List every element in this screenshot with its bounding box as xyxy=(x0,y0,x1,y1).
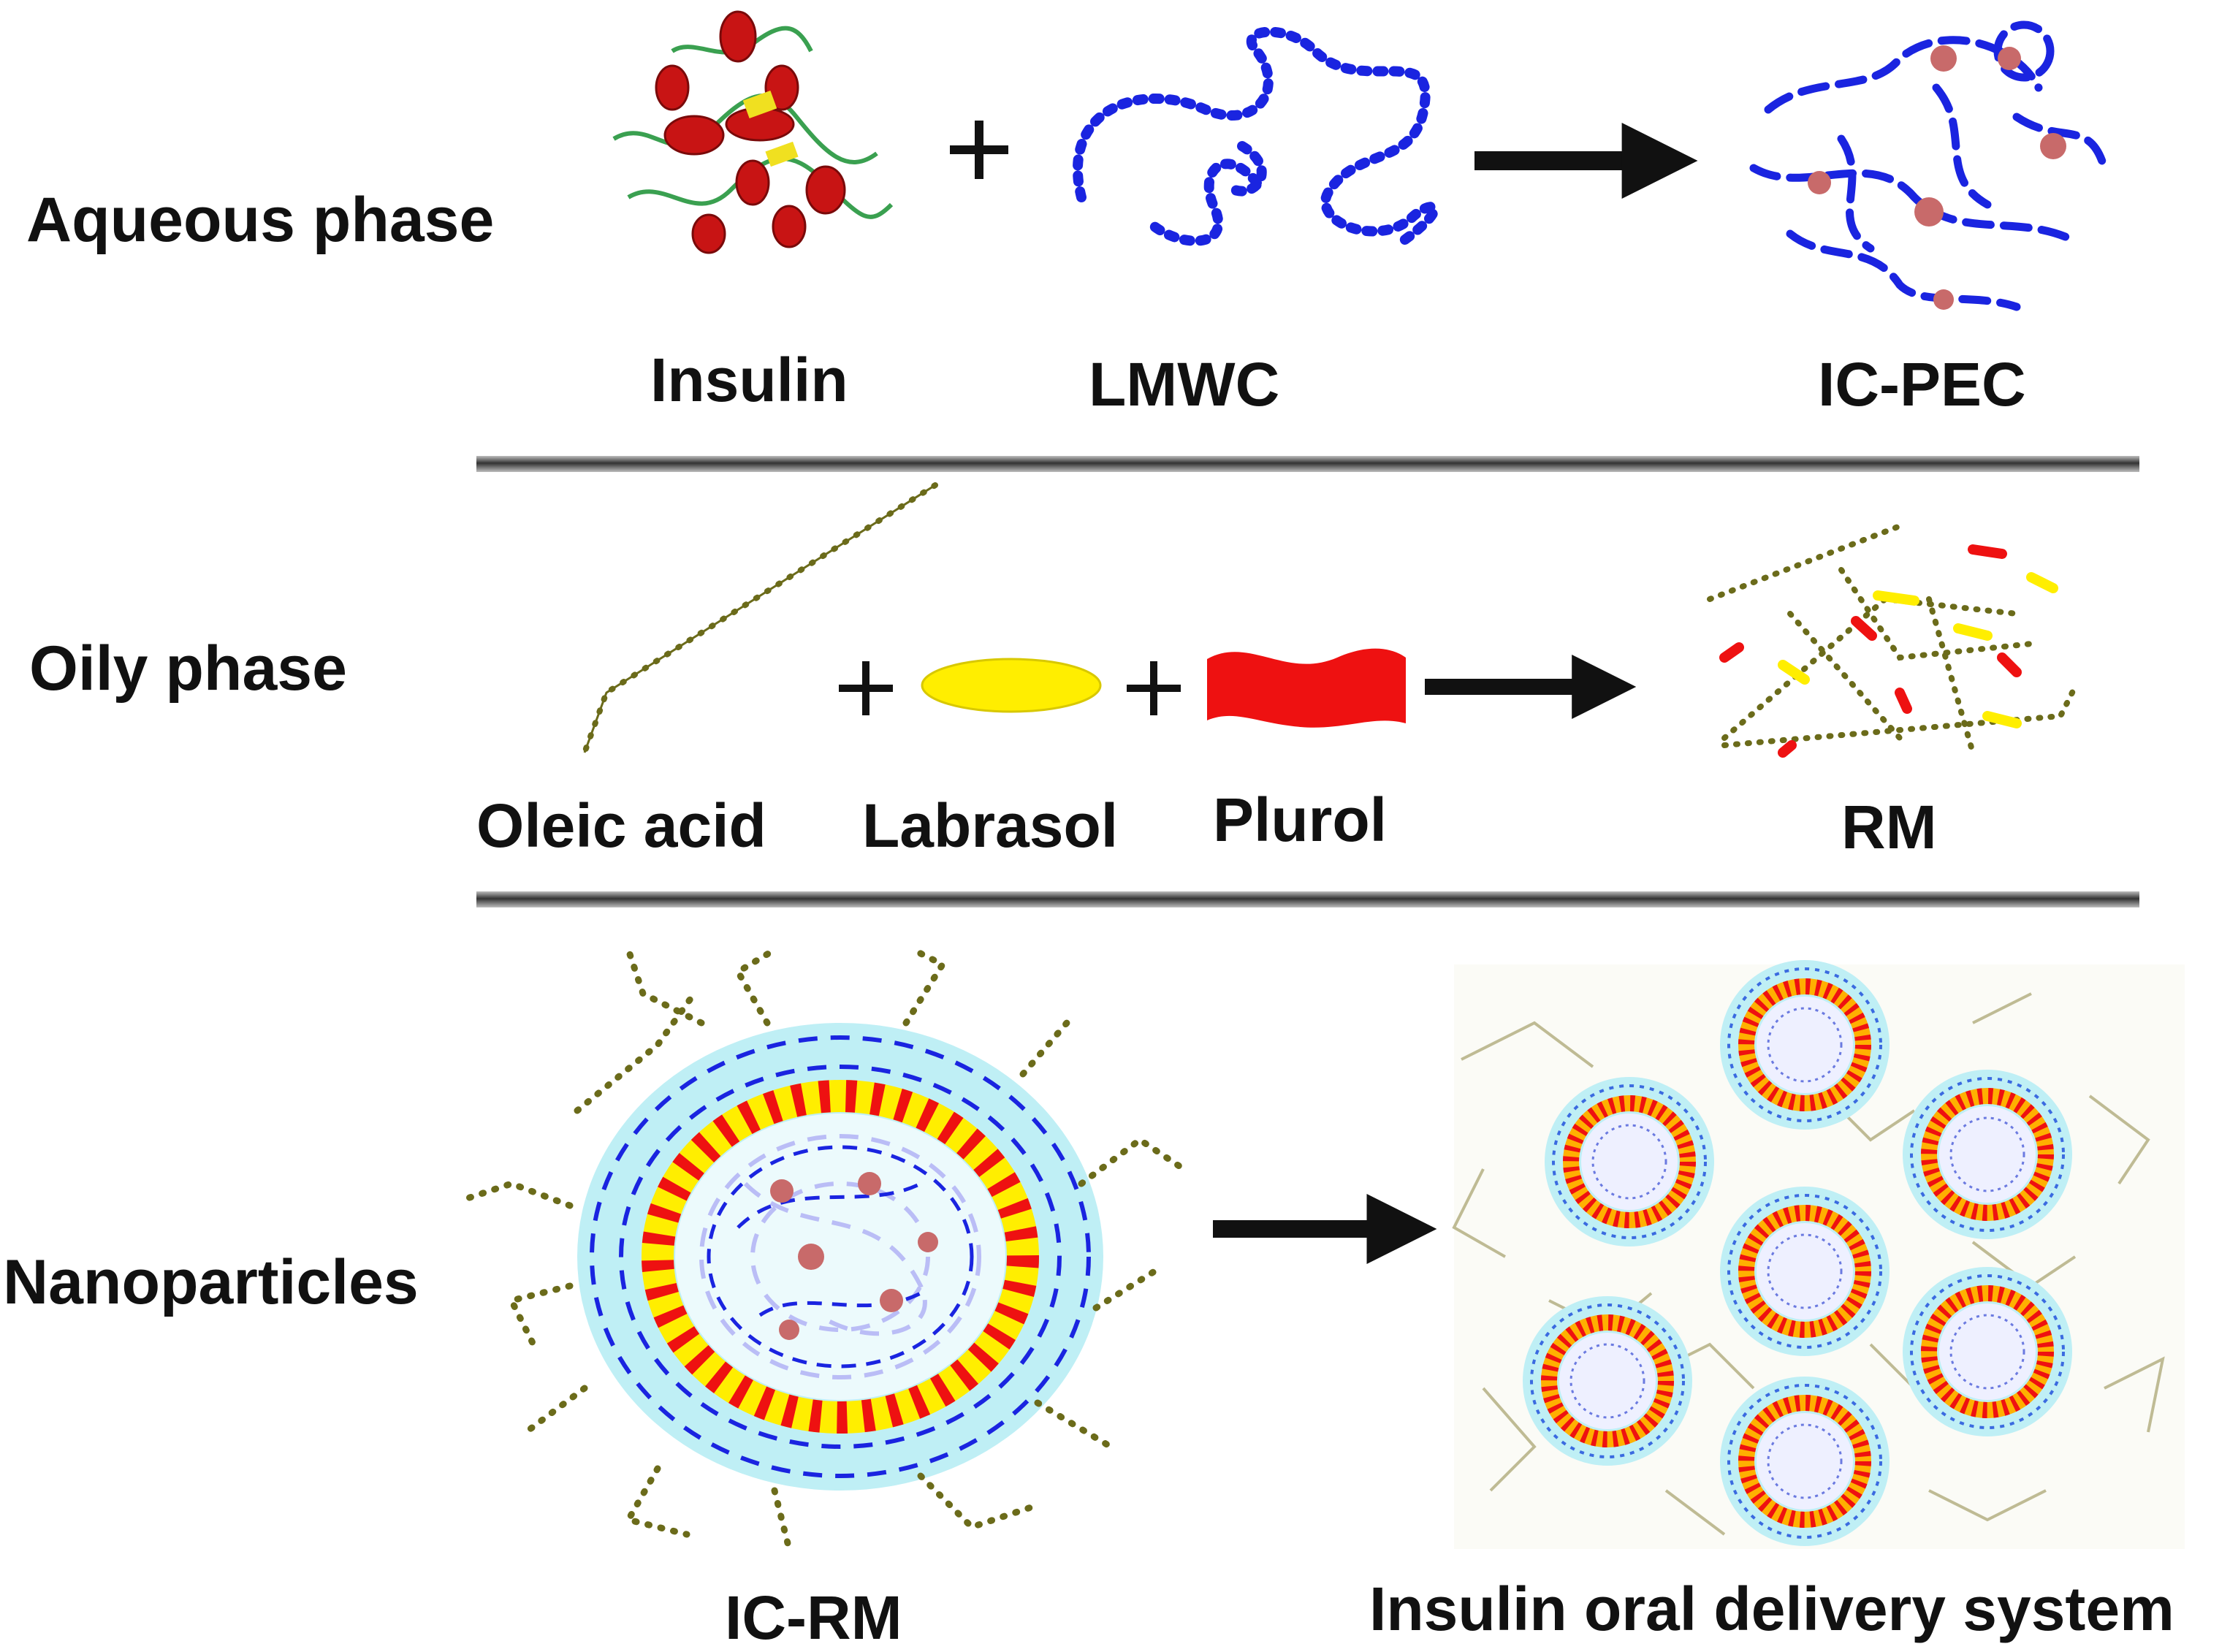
row-label-oily-phase: Oily phase xyxy=(29,633,347,704)
divider-top xyxy=(476,456,2139,472)
ic-rm-particle xyxy=(464,946,1187,1553)
nanoparticle xyxy=(1720,1377,1890,1546)
ic-pec-complex xyxy=(1749,20,2109,311)
plus-icon xyxy=(950,121,1008,179)
row-label-nanoparticles: Nanoparticles xyxy=(3,1247,419,1317)
nanoparticle xyxy=(1720,1187,1890,1356)
plus-icon xyxy=(839,661,893,715)
caption-ic-rm: IC-RM xyxy=(725,1583,902,1652)
caption-insulin: Insulin xyxy=(650,346,848,414)
plus-icon xyxy=(1127,661,1181,715)
oleic-acid-chain xyxy=(582,482,938,755)
nanoparticle xyxy=(1903,1070,2072,1239)
insulin-structure xyxy=(612,10,894,254)
caption-lmwc: LMWC xyxy=(1089,350,1280,419)
divider-bottom xyxy=(476,891,2139,907)
nanoparticle xyxy=(1903,1267,2072,1436)
caption-labrasol: Labrasol xyxy=(862,791,1119,860)
caption-insulin-oral-delivery-system: Insulin oral delivery system xyxy=(1369,1575,2174,1643)
caption-rm: RM xyxy=(1841,793,1937,861)
nanoparticle xyxy=(1523,1296,1692,1466)
row-label-aqueous-phase: Aqueous phase xyxy=(26,185,495,255)
insulin-oral-delivery-system xyxy=(1452,960,2185,1549)
lmwc-chain xyxy=(1072,26,1439,246)
insulin-clusters xyxy=(1808,45,2066,310)
labrasol-shape xyxy=(921,658,1102,713)
caption-ic-pec: IC-PEC xyxy=(1818,350,2026,419)
nanoparticle xyxy=(1720,960,1890,1130)
rm-mixture xyxy=(1707,523,2078,758)
plurol-shape xyxy=(1207,648,1406,728)
nanoparticle xyxy=(1545,1077,1714,1246)
caption-plurol: Plurol xyxy=(1213,785,1388,854)
caption-oleic-acid: Oleic acid xyxy=(476,791,766,860)
